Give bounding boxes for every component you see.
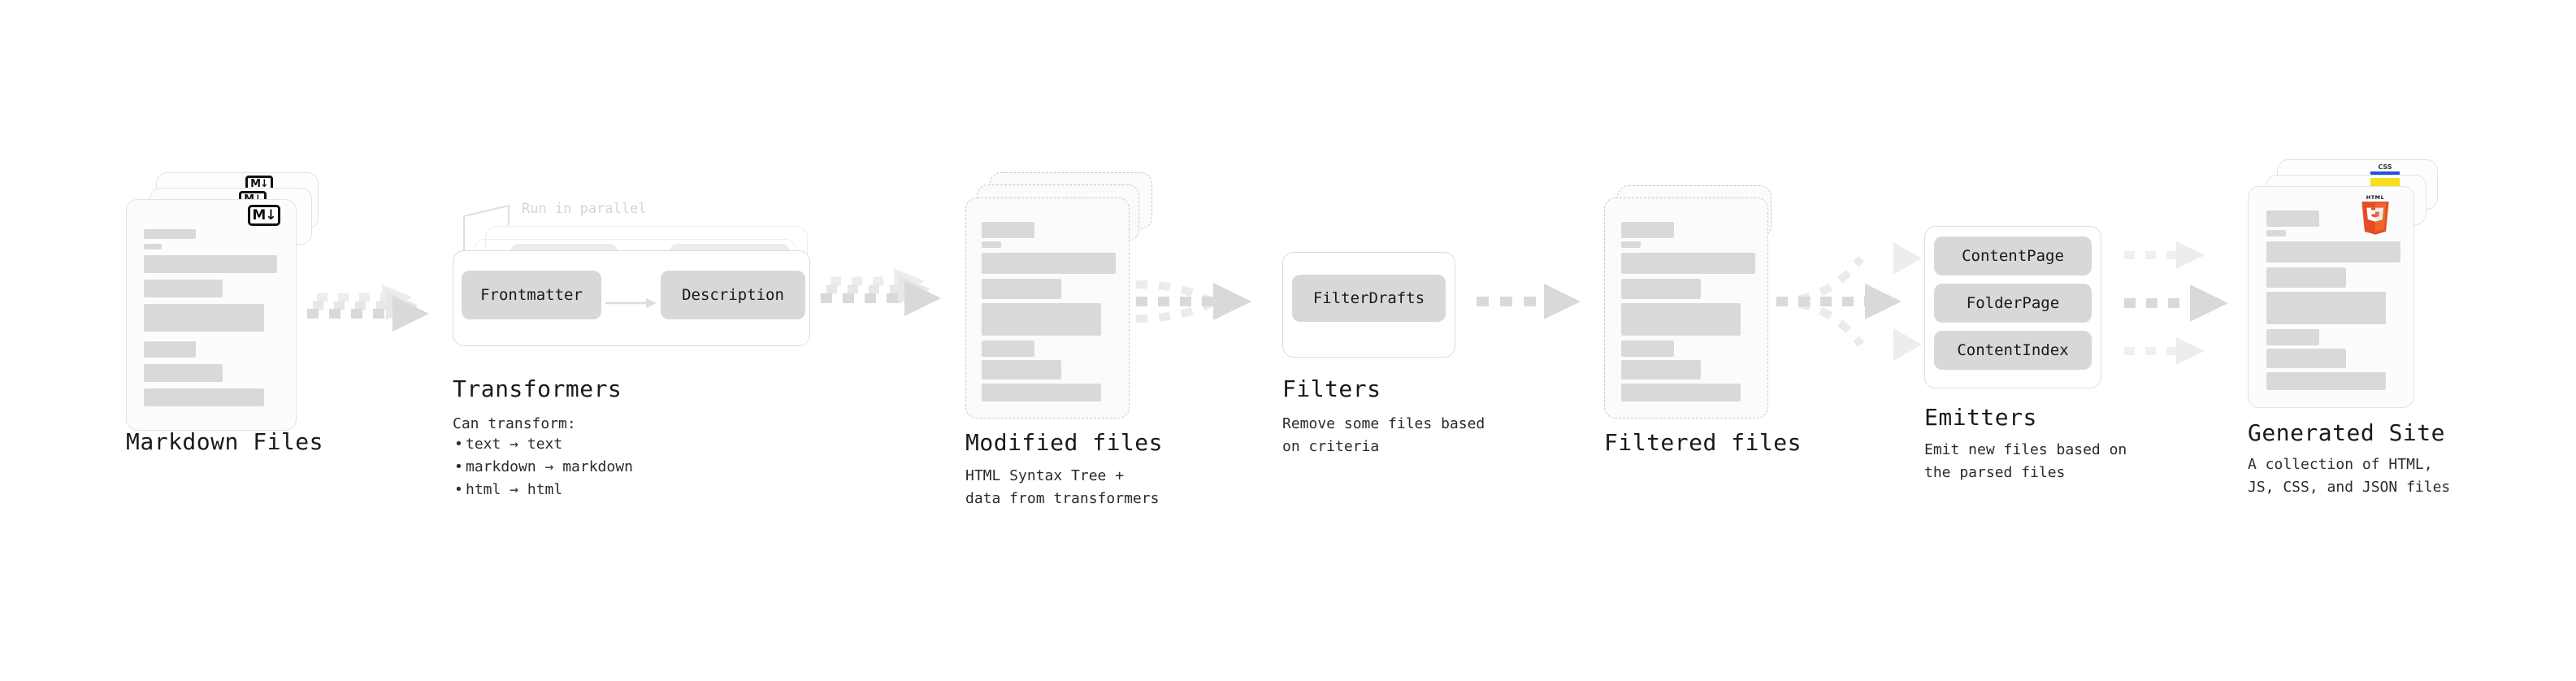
stage-desc-transformers: Can transform: (453, 415, 576, 432)
stage-title-transformers: Transformers (453, 375, 622, 402)
skeleton-line (982, 222, 1034, 238)
emitters-pill-folderpage[interactable]: FolderPage (1934, 284, 2092, 323)
skeleton-line (982, 241, 1001, 248)
skeleton-line (1621, 360, 1701, 380)
stage-title-modified-files: Modified files (965, 429, 1164, 456)
skeleton-line (2266, 210, 2319, 227)
skeleton-line (2266, 267, 2346, 288)
skeleton-line (982, 303, 1101, 336)
markdown-icon: M↓ (248, 205, 280, 226)
skeleton-line (1621, 279, 1701, 299)
stage-title-emitters: Emitters (1924, 404, 2037, 431)
skeleton-line (2266, 349, 2346, 368)
svg-text:HTML: HTML (2366, 194, 2385, 201)
stage-desc-modified-files: HTML Syntax Tree + data from transformer… (965, 467, 1160, 507)
css-icon: CSS (2370, 163, 2400, 175)
skeleton-line (2266, 292, 2386, 324)
stage-title-generated-site: Generated Site (2248, 419, 2446, 446)
transformers-bullet-0: text → text (453, 433, 633, 456)
skeleton-line (144, 255, 277, 273)
run-in-parallel-label: Run in parallel (522, 201, 647, 217)
skeleton-line (144, 341, 196, 358)
stage-title-markdown-files: Markdown Files (126, 428, 324, 455)
skeleton-line (144, 304, 264, 332)
emitters-pill-contentpage[interactable]: ContentPage (1934, 236, 2092, 275)
transformer-pill-description[interactable]: Description (661, 271, 805, 319)
skeleton-line (144, 244, 162, 249)
skeleton-line (1621, 340, 1674, 357)
transformer-pill-frontmatter[interactable]: Frontmatter (462, 271, 601, 319)
skeleton-line (144, 280, 223, 297)
html5-icon: HTML (2361, 194, 2389, 235)
skeleton-line (982, 279, 1061, 299)
skeleton-line (144, 388, 264, 406)
skeleton-line (2266, 241, 2400, 262)
skeleton-line (2266, 372, 2386, 390)
skeleton-line (2266, 329, 2319, 345)
skeleton-line (982, 253, 1116, 274)
stage-desc-filters: Remove some files based on criteria (1282, 415, 1485, 455)
skeleton-line (1621, 384, 1741, 401)
skeleton-line (982, 384, 1101, 401)
skeleton-line (2266, 230, 2286, 236)
filters-pill-filterdrafts[interactable]: FilterDrafts (1292, 275, 1446, 322)
transformers-bullet-2: html → html (453, 479, 633, 501)
transformers-bullet-list: text → text markdown → markdown html → h… (453, 433, 633, 501)
stage-title-filters: Filters (1282, 375, 1381, 402)
stage-desc-emitters: Emit new files based on the parsed files (1924, 441, 2127, 481)
skeleton-line (1621, 222, 1674, 238)
skeleton-line (1621, 303, 1741, 336)
skeleton-line (1621, 241, 1641, 248)
skeleton-line (982, 360, 1061, 380)
skeleton-line (1621, 253, 1755, 274)
skeleton-line (144, 229, 196, 239)
skeleton-line (144, 364, 223, 382)
transformers-bullet-1: markdown → markdown (453, 456, 633, 479)
stage-desc-generated-site: A collection of HTML, JS, CSS, and JSON … (2248, 456, 2451, 496)
skeleton-line (982, 340, 1034, 357)
stage-title-filtered-files: Filtered files (1604, 429, 1802, 456)
emitters-pill-contentindex[interactable]: ContentIndex (1934, 331, 2092, 370)
